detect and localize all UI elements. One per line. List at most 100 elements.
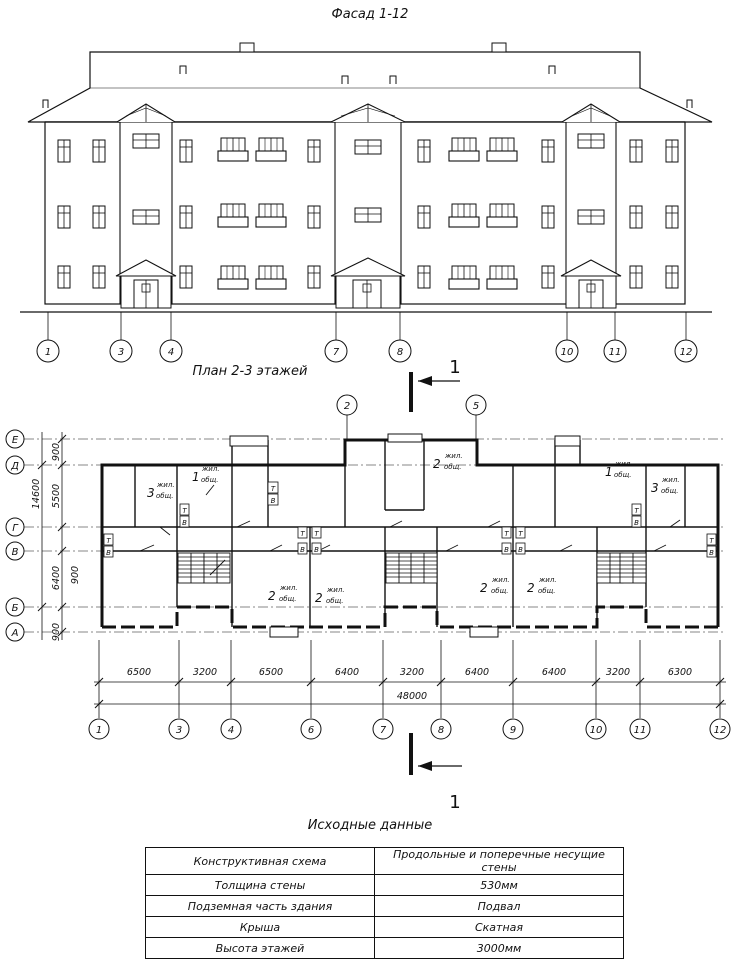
- axis-bubble: [159, 339, 183, 363]
- plan-view: План 2-3 этажей 1 1 2 5 Е Д: [5, 357, 731, 813]
- plan-room-labels: 3 жил. общ. 1 жил. общ. 2 жил. общ. 2 жи…: [147, 452, 680, 605]
- svg-text:общ.: общ.: [201, 476, 218, 484]
- axis-bubble: [300, 718, 322, 740]
- roof-vent: [179, 65, 187, 74]
- dim-label: 6400: [465, 667, 489, 678]
- axis-label: 2: [344, 401, 350, 412]
- axis-label: 1: [96, 725, 102, 736]
- svg-text:жил.: жил.: [326, 586, 345, 594]
- entrance: [560, 259, 622, 309]
- chimney: [239, 42, 255, 53]
- dim-label: 3200: [193, 667, 217, 678]
- table-row: Подземная часть здания Подвал: [145, 895, 624, 917]
- table-row: Толщина стены 530мм: [145, 874, 624, 896]
- axis-label: 10: [590, 725, 603, 736]
- plan-doors: [139, 484, 681, 576]
- axis-label: 11: [634, 725, 647, 736]
- table-cell: Подвал: [374, 895, 624, 917]
- room-label: 2 жил. общ.: [268, 584, 298, 603]
- axis-bubble: [430, 718, 452, 740]
- table-row: Конструктивная схема Продольные и попере…: [145, 847, 624, 875]
- room-label: 1 жил. общ.: [192, 465, 220, 484]
- wc-label: Т: [182, 507, 187, 515]
- section-mark-top: 1: [409, 357, 461, 412]
- svg-text:общ.: общ.: [538, 587, 555, 595]
- dim-label: 14600: [31, 479, 42, 509]
- axis-bubble: [555, 339, 579, 363]
- wc-label: Т: [314, 530, 319, 538]
- roof-vent: [341, 75, 349, 84]
- section-label: 1: [449, 792, 460, 813]
- source-data-table: Конструктивная схема Продольные и попере…: [145, 847, 624, 959]
- dim-label: 900: [51, 623, 62, 641]
- dim-label: 6400: [51, 566, 62, 590]
- axis-bubble: [709, 718, 731, 740]
- facade-axes: 1 3 4 7 8 10 11 12: [36, 312, 698, 363]
- wc-label: Т: [518, 530, 523, 538]
- svg-text:2: 2: [527, 581, 535, 595]
- svg-text:общ.: общ.: [156, 492, 173, 500]
- svg-text:общ.: общ.: [491, 587, 508, 595]
- axis-bubble: [585, 718, 607, 740]
- axis-bubble: [36, 339, 60, 363]
- chimney: [491, 42, 507, 53]
- entrance: [115, 259, 177, 309]
- wc-label: Т: [300, 530, 305, 538]
- svg-text:2: 2: [268, 589, 276, 603]
- axis-bubble: [324, 339, 348, 363]
- plan-inner-walls: [102, 439, 718, 627]
- table-row: Высота этажей 3000мм: [145, 937, 624, 959]
- table-cell: Скатная: [374, 916, 624, 938]
- svg-text:жил.: жил.: [201, 465, 220, 473]
- bottom-dimensions: 6500 3200 6500 6400 3200 6400 6400 3200 …: [94, 640, 726, 718]
- dim-label: 6400: [335, 667, 359, 678]
- dim-label: 5500: [51, 484, 62, 508]
- svg-text:жил.: жил.: [661, 476, 680, 484]
- wc-label: В: [182, 519, 187, 527]
- wc-label: Т: [271, 485, 276, 493]
- roof-vent: [548, 65, 556, 74]
- roof-vent: [42, 99, 49, 108]
- axis-label: 1: [45, 347, 51, 358]
- section-mark-bottom: 1: [409, 733, 462, 813]
- axis-bubble: [372, 718, 394, 740]
- plan-stairs: [177, 552, 647, 584]
- axis-bubble: [629, 718, 651, 740]
- dim-label: 6400: [542, 667, 566, 678]
- room-label: 2 жил. общ.: [433, 452, 463, 471]
- table-cell: 530мм: [374, 874, 624, 896]
- svg-text:2: 2: [433, 457, 441, 471]
- svg-text:жил.: жил.: [491, 576, 510, 584]
- room-label: 1 жил. общ.: [605, 460, 633, 479]
- roof-vent: [686, 99, 693, 108]
- table-cell: Подземная часть здания: [145, 895, 375, 917]
- svg-text:жил.: жил.: [156, 481, 175, 489]
- axis-label: 9: [510, 725, 516, 736]
- wc-label: Т: [106, 537, 111, 545]
- dim-label: 6300: [668, 667, 692, 678]
- wc-label: В: [518, 546, 523, 554]
- axis-label: 8: [438, 725, 444, 736]
- dim-label: 900: [51, 443, 62, 461]
- axis-bubble: [168, 718, 190, 740]
- svg-text:общ.: общ.: [326, 597, 343, 605]
- axis-label: 11: [609, 347, 622, 358]
- room-label: 2 жил. общ.: [480, 576, 510, 595]
- roof-vent: [389, 75, 397, 84]
- dim-label: 3200: [606, 667, 630, 678]
- plan-balconies: [229, 433, 581, 638]
- wc-label: В: [314, 546, 319, 554]
- svg-text:жил.: жил.: [279, 584, 298, 592]
- table-row: Крыша Скатная: [145, 916, 624, 938]
- svg-text:3: 3: [651, 481, 659, 495]
- table-cell: Крыша: [145, 916, 375, 938]
- facade-title: Фасад 1-12: [332, 7, 409, 22]
- svg-text:1: 1: [192, 470, 200, 484]
- plan-top-axes: 2 5: [336, 394, 487, 440]
- axis-label: 12: [714, 725, 727, 736]
- svg-text:жил.: жил.: [538, 576, 557, 584]
- axis-bubble: [502, 718, 524, 740]
- source-data-title: Исходные данные: [307, 818, 433, 833]
- dim-label: 900: [70, 566, 81, 584]
